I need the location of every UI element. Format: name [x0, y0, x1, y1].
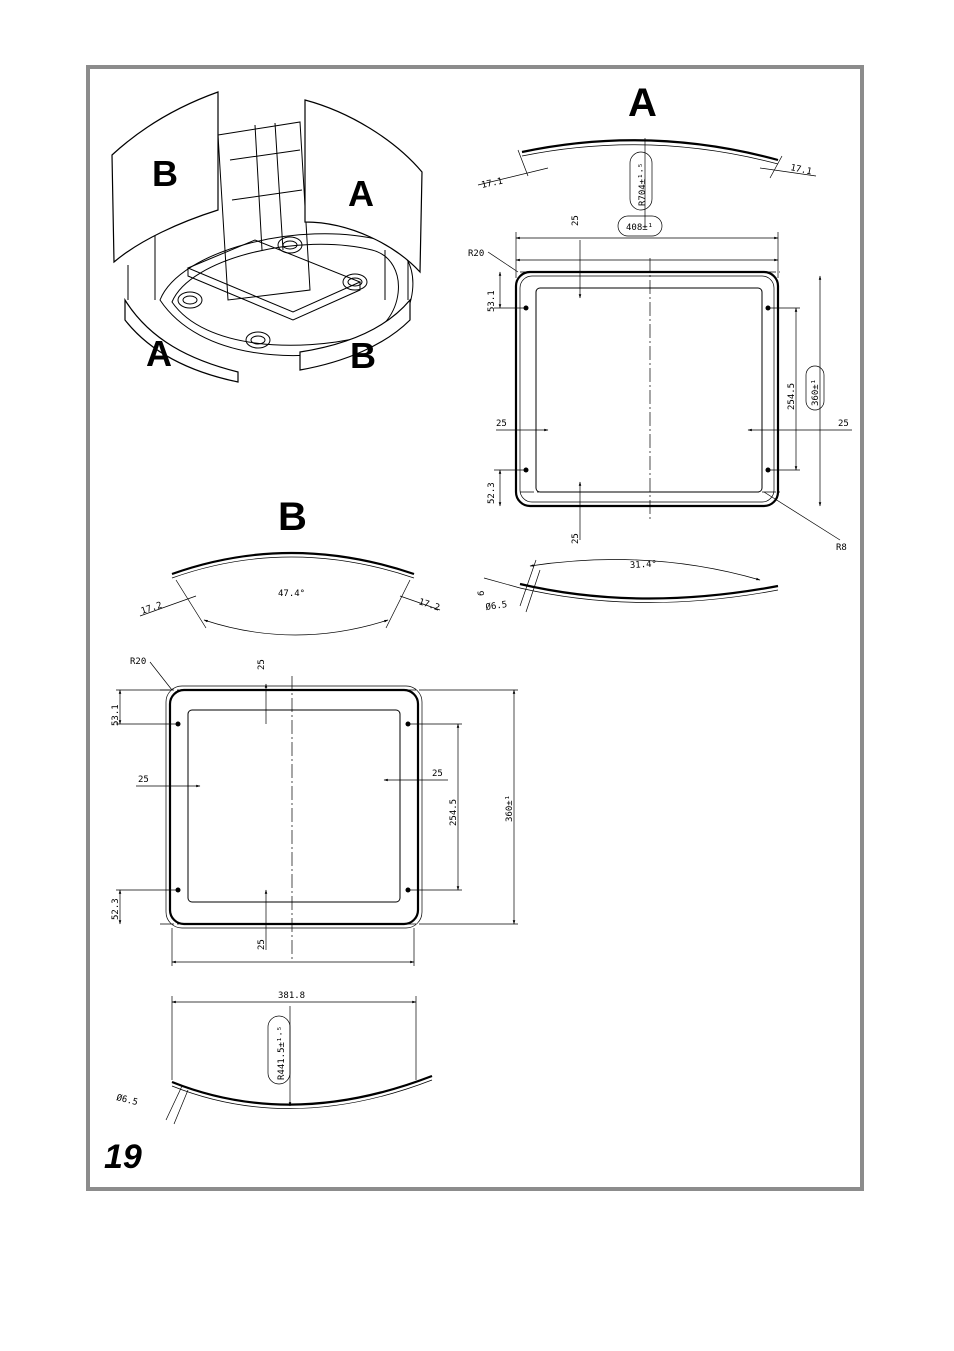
panel-a-hole-dia: Ø6.5 [485, 599, 508, 613]
panel-a-radius: R704±¹·⁵ [638, 163, 648, 206]
panel-a-hole-top: 53.1 [487, 290, 497, 312]
panel-a-side-right: 25 [838, 419, 849, 429]
page-number: 19 [104, 1138, 142, 1176]
panel-a-height: 360±¹ [811, 379, 821, 406]
panel-a-corner-radius: R20 [468, 249, 484, 259]
panel-a-corner-small: R8 [836, 543, 847, 553]
panel-a-angle-left: 17.1 [481, 177, 504, 191]
panel-a-radius-box [629, 151, 653, 211]
panel-a-outline [514, 258, 780, 520]
panel-b-top-offset: 25 [257, 659, 267, 670]
panel-b-hole-top: 53.1 [111, 704, 121, 726]
panel-a-width: 408±¹ [626, 223, 653, 233]
panel-b-angle-left: 17.2 [140, 601, 164, 617]
panel-a-arc-angle: 31.4° [630, 560, 658, 571]
panel-a-thickness: 6 [477, 591, 487, 596]
iso-label-b-bottom: B [350, 335, 376, 376]
panel-b-chord: 381.8 [278, 991, 305, 1001]
panel-b-angle-right: 17.2 [417, 597, 441, 613]
panel-a-arc-bottom [483, 559, 779, 613]
panel-b-height: 360±¹ [505, 795, 515, 822]
panel-b-side-right: 25 [432, 769, 443, 779]
panel-b-side-left: 25 [138, 775, 149, 785]
panel-b-hole-bottom: 52.3 [111, 898, 121, 920]
panel-a-side-left: 25 [496, 419, 507, 429]
isometric-assembly [111, 91, 423, 383]
panel-a-arc-top [477, 138, 817, 228]
panel-a-bottom-offset: 25 [571, 533, 581, 544]
panel-a-hole-bottom: 52.3 [487, 482, 497, 504]
panel-a-angle-right: 17.1 [789, 163, 812, 177]
panel-b-hole-spacing: 254.5 [449, 799, 459, 826]
iso-label-a-bottom: A [146, 333, 172, 374]
panel-b-bottom-offset: 25 [257, 939, 267, 950]
panel-b-arc-bottom [165, 996, 433, 1125]
iso-label-a-right: A [348, 173, 374, 214]
section-label-b: B [278, 495, 307, 539]
iso-label-b-left: B [152, 153, 178, 194]
panel-a-top-offset: 25 [571, 215, 581, 226]
panel-b-radius: R441.5±¹·⁵ [277, 1026, 287, 1080]
panel-b-radius-box [267, 1015, 291, 1085]
panel-a-height-box [805, 365, 825, 411]
panel-b-arc-angle: 47.4° [278, 589, 305, 599]
section-label-a: A [628, 81, 657, 125]
panel-a-width-box [617, 215, 663, 237]
panel-b-hole-dia: Ø6.5 [115, 1092, 139, 1108]
panel-a-hole-spacing: 254.5 [787, 383, 797, 410]
panel-b-outline [160, 676, 423, 960]
figure-frame [86, 65, 864, 1191]
panel-b-corner-radius: R20 [130, 657, 146, 667]
panel-b-arc-top [139, 551, 441, 636]
